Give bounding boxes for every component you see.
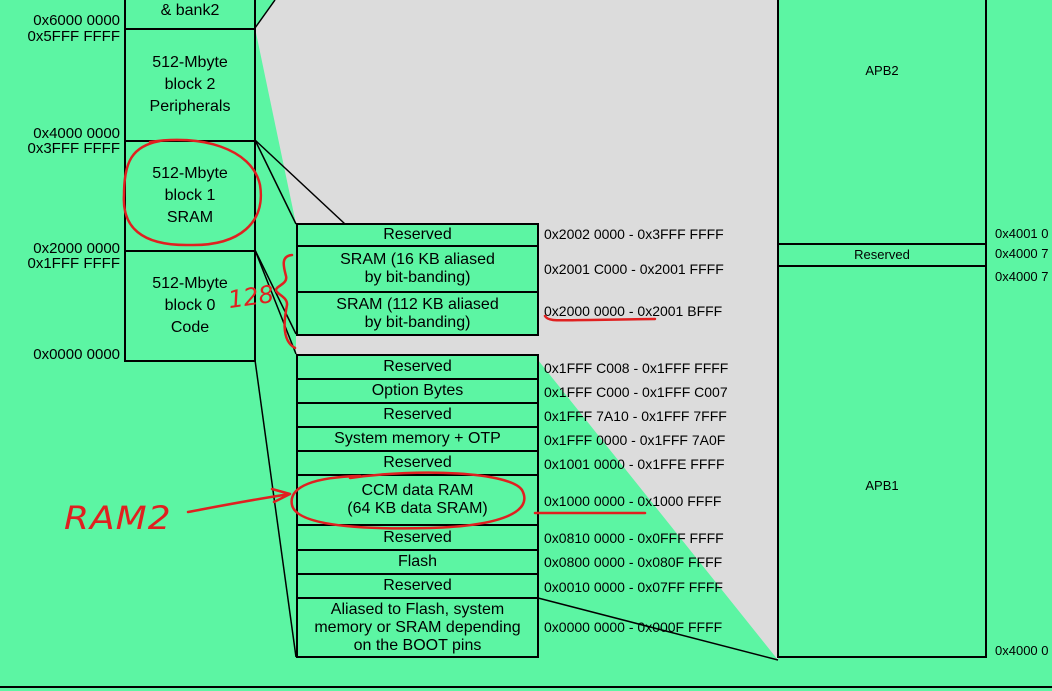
- underline-sram-start: [543, 314, 657, 322]
- peripheral-reserved-label: Reserved: [854, 247, 910, 262]
- range-label: 0x1FFF 7A10 - 0x1FFF 7FFF: [544, 408, 727, 424]
- circle-ccm-ram: [290, 471, 526, 530]
- apb-divider: [777, 265, 987, 267]
- right-address-label: 0x4000 7: [995, 246, 1049, 261]
- range-label: 0x2001 C000 - 0x2001 FFFF: [544, 261, 724, 277]
- block-label: Peripherals: [149, 98, 231, 115]
- bottom-border: [0, 686, 1052, 688]
- cell-label: System memory + OTP: [334, 430, 501, 447]
- apb-divider: [777, 243, 987, 245]
- brace-mark: [274, 253, 297, 350]
- address-label: 0x6000 0000: [33, 12, 120, 29]
- cell-label: Reserved: [383, 577, 452, 594]
- cell-label: Reserved: [383, 226, 452, 243]
- circle-sram-block: [122, 138, 263, 247]
- sram-112kb-cell: SRAM (112 KB aliased by bit-banding): [296, 291, 539, 336]
- apb2-label: APB2: [865, 63, 899, 78]
- sram-reserved-cell: Reserved: [296, 223, 539, 247]
- cell-label: memory or SRAM depending: [314, 618, 521, 636]
- cell-label: SRAM (112 KB aliased: [336, 295, 499, 313]
- block-label: 512-Mbyte: [152, 165, 228, 182]
- ccm-data-ram-cell: CCM data RAM (64 KB data SRAM): [296, 474, 539, 526]
- range-label: 0x1FFF 0000 - 0x1FFF 7A0F: [544, 432, 726, 448]
- code-reserved-cell: Reserved: [296, 354, 539, 380]
- cell-label: Reserved: [383, 358, 452, 375]
- block-label: block 2: [164, 76, 216, 93]
- range-label: 0x2000 0000 - 0x2001 BFFF: [544, 303, 723, 319]
- range-label: 0x0010 0000 - 0x07FF FFFF: [544, 579, 723, 595]
- aliased-boot-cell: Aliased to Flash, system memory or SRAM …: [296, 597, 539, 658]
- peripheral-column: [777, 0, 987, 658]
- cell-label: CCM data RAM: [361, 482, 474, 499]
- cell-label: on the BOOT pins: [353, 636, 482, 654]
- range-label: 0x1FFF C008 - 0x1FFF FFFF: [544, 360, 729, 376]
- range-label: 0x0800 0000 - 0x080F FFFF: [544, 554, 723, 570]
- cell-label: SRAM (16 KB aliased: [340, 251, 495, 268]
- range-label: 0x0000 0000 - 0x000F FFFF: [544, 619, 723, 635]
- cell-label: Reserved: [383, 406, 452, 423]
- cell-label: by bit-banding): [364, 313, 471, 331]
- block-label: block 0: [164, 297, 216, 314]
- right-address-label: 0x4001 0: [995, 226, 1049, 241]
- system-memory-cell: System memory + OTP: [296, 426, 539, 452]
- block-label: & bank2: [160, 2, 220, 19]
- range-label: 0x0810 0000 - 0x0FFF FFFF: [544, 530, 724, 546]
- range-label: 0x2002 0000 - 0x3FFF FFFF: [544, 226, 724, 242]
- address-label: 0x5FFF FFFF: [27, 28, 121, 45]
- range-label: 0x1FFF C000 - 0x1FFF C007: [544, 384, 728, 400]
- code-reserved-cell: Reserved: [296, 573, 539, 599]
- cell-label: Flash: [397, 553, 438, 570]
- range-label: 0x1000 0000 - 0x1000 FFFF: [544, 493, 722, 509]
- block-label: 512-Mbyte: [152, 54, 228, 71]
- right-address-label: 0x4000 7: [995, 269, 1049, 284]
- block-label: block 1: [164, 187, 216, 204]
- option-bytes-cell: Option Bytes: [296, 378, 539, 404]
- cell-label: (64 KB data SRAM): [347, 500, 488, 517]
- apb1-label: APB1: [865, 478, 899, 493]
- address-label: 0x3FFF FFFF: [27, 140, 121, 157]
- right-address-label: 0x4000 0: [995, 643, 1049, 658]
- block-label: 512-Mbyte: [152, 275, 228, 292]
- address-label: 0x1FFF FFFF: [27, 255, 121, 272]
- address-label: 0x4000 0000: [33, 125, 120, 142]
- cell-label: Option Bytes: [371, 382, 464, 399]
- arrow-ram2: [186, 487, 292, 514]
- block-label: SRAM: [166, 209, 214, 226]
- cell-label: Reserved: [383, 528, 452, 546]
- sram-16kb-cell: SRAM (16 KB aliased by bit-banding): [296, 245, 539, 293]
- cell-label: by bit-banding): [364, 269, 471, 286]
- block-0-code: 512-Mbyte block 0 Code: [124, 250, 256, 362]
- handwritten-ram2: RAM2: [64, 500, 172, 537]
- block-label: Code: [170, 319, 210, 336]
- cell-label: Aliased to Flash, system: [330, 600, 505, 618]
- address-label: 0x0000 0000: [33, 346, 120, 363]
- address-label: 0x2000 0000: [33, 240, 120, 257]
- range-label: 0x1001 0000 - 0x1FFE FFFF: [544, 456, 725, 472]
- cell-label: Reserved: [383, 454, 452, 471]
- block-2-peripherals: 512-Mbyte block 2 Peripherals: [124, 28, 256, 142]
